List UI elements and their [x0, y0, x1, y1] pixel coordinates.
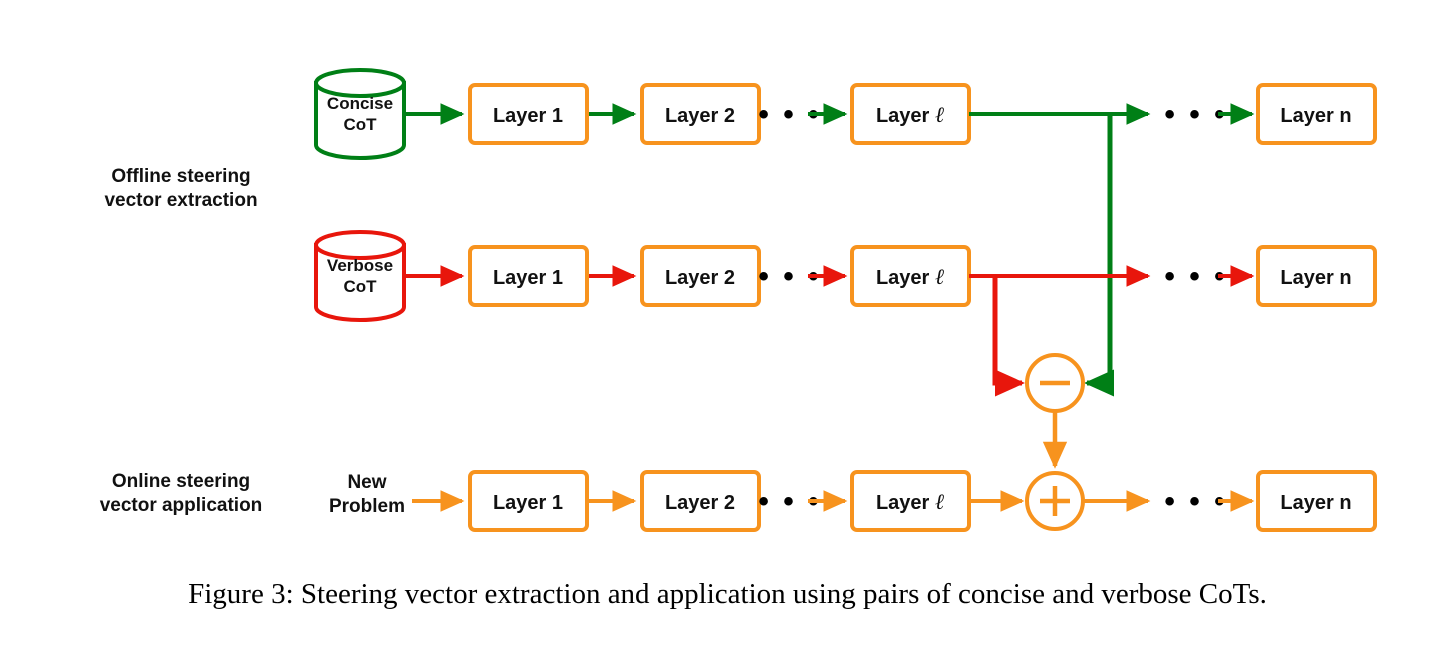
online-layer-1-box [468, 470, 589, 532]
stage-label-offline: Offline steering vector extraction [104, 166, 257, 211]
concise-layer-ell-label: Layer ℓ [876, 102, 945, 127]
online-label-line1: Online steering [112, 471, 250, 492]
concise-layer-n-box [1256, 83, 1377, 145]
online-layer-1-label: Layer 1 [493, 492, 563, 514]
concise-cot-label-line1: Concise [327, 94, 393, 113]
verbose-ellipsis-2: • • • [1164, 260, 1227, 293]
add-operator-node [1025, 471, 1085, 531]
verbose-cot-database-icon [314, 230, 406, 322]
verbose-layer-2-label: Layer 2 [665, 267, 735, 289]
online-layer-ell-label: Layer ℓ [876, 489, 945, 514]
subtract-operator-node [1025, 353, 1085, 413]
verbose-cot-label-line1: Verbose [327, 256, 393, 275]
verbose-layer-1-box [468, 245, 589, 307]
verbose-layer-2-box [640, 245, 761, 307]
online-label-line2: vector application [100, 495, 263, 516]
concise-ellipsis-2: • • • [1164, 98, 1227, 131]
stage-label-online: Online steering vector application [100, 471, 263, 516]
offline-label-line1: Offline steering [111, 166, 250, 187]
concise-cot-database-icon [314, 68, 406, 160]
verbose-layer-1-label: Layer 1 [493, 267, 563, 289]
online-layer-2-label: Layer 2 [665, 492, 735, 514]
concise-layer-1-box [468, 83, 589, 145]
online-layer-n-label: Layer n [1280, 492, 1351, 514]
verbose-layer-n-box [1256, 245, 1377, 307]
concise-layer-2-box [640, 83, 761, 145]
verbose-layer-n-label: Layer n [1280, 267, 1351, 289]
offline-label-line2: vector extraction [104, 190, 257, 211]
concise-layer-1-label: Layer 1 [493, 105, 563, 127]
verbose-layer-ell-label: Layer ℓ [876, 264, 945, 289]
steering-vector-diagram: Offline steering vector extraction Onlin… [100, 68, 1377, 532]
concise-layer-n-label: Layer n [1280, 105, 1351, 127]
concise-layer-2-label: Layer 2 [665, 105, 735, 127]
online-layer-2-box [640, 470, 761, 532]
new-problem-label-line1: New [347, 472, 386, 493]
green-tap-to-subtract [1084, 114, 1115, 397]
figure-caption: Figure 3: Steering vector extraction and… [188, 578, 1267, 610]
new-problem-label-line2: Problem [329, 496, 405, 517]
concise-cot-label-line2: CoT [343, 115, 377, 134]
verbose-cot-label-line2: CoT [343, 277, 377, 296]
red-tap-to-subtract [992, 276, 1025, 397]
online-layer-n-box [1256, 470, 1377, 532]
online-ellipsis-2: • • • [1164, 485, 1227, 518]
